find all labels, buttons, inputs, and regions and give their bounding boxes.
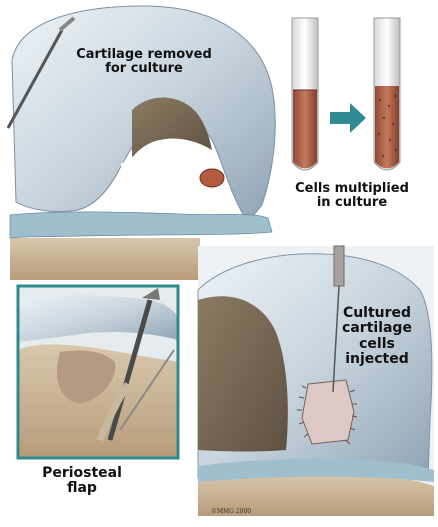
test-tubes-panel [292,18,400,170]
copyright-text-line-1: ©MMG 2000 [196,509,266,516]
label-cells-injected-line-2: cartilage [318,321,436,336]
periosteal-flap-inset [18,286,178,458]
label-periosteal-flap-line-2: flap [22,481,142,496]
copyright-text: ©MMG 2000 [196,509,266,516]
syringe-barrel [334,246,344,286]
test-tube-after [374,18,400,170]
label-cells-multiplied-line-1: Cells multiplied [272,182,432,196]
label-periosteal-flap: Periostealflap [22,466,142,497]
label-cells-multiplied-line-2: in culture [272,196,432,210]
label-cells-injected-line-3: cells [318,337,436,352]
label-cartilage-removed-line-1: Cartilage removed [64,48,224,62]
label-cartilage-removed: Cartilage removedfor culture [64,48,224,77]
label-cells-injected-line-1: Cultured [318,306,436,321]
label-cells-injected: Culturedcartilagecellsinjected [318,306,436,368]
tibia-bone [10,238,200,280]
meniscus [10,212,272,238]
label-cartilage-removed-line-2: for culture [64,62,224,76]
label-periosteal-flap-line-1: Periosteal [22,466,142,481]
label-cells-injected-line-4: injected [318,352,436,367]
cartilage-harvest-site [200,169,224,187]
test-tube-before [292,18,318,170]
sutured-flap [302,380,354,444]
injection-panel [198,246,434,516]
label-cells-multiplied: Cells multipliedin culture [272,182,432,211]
arrow-icon [330,103,366,133]
